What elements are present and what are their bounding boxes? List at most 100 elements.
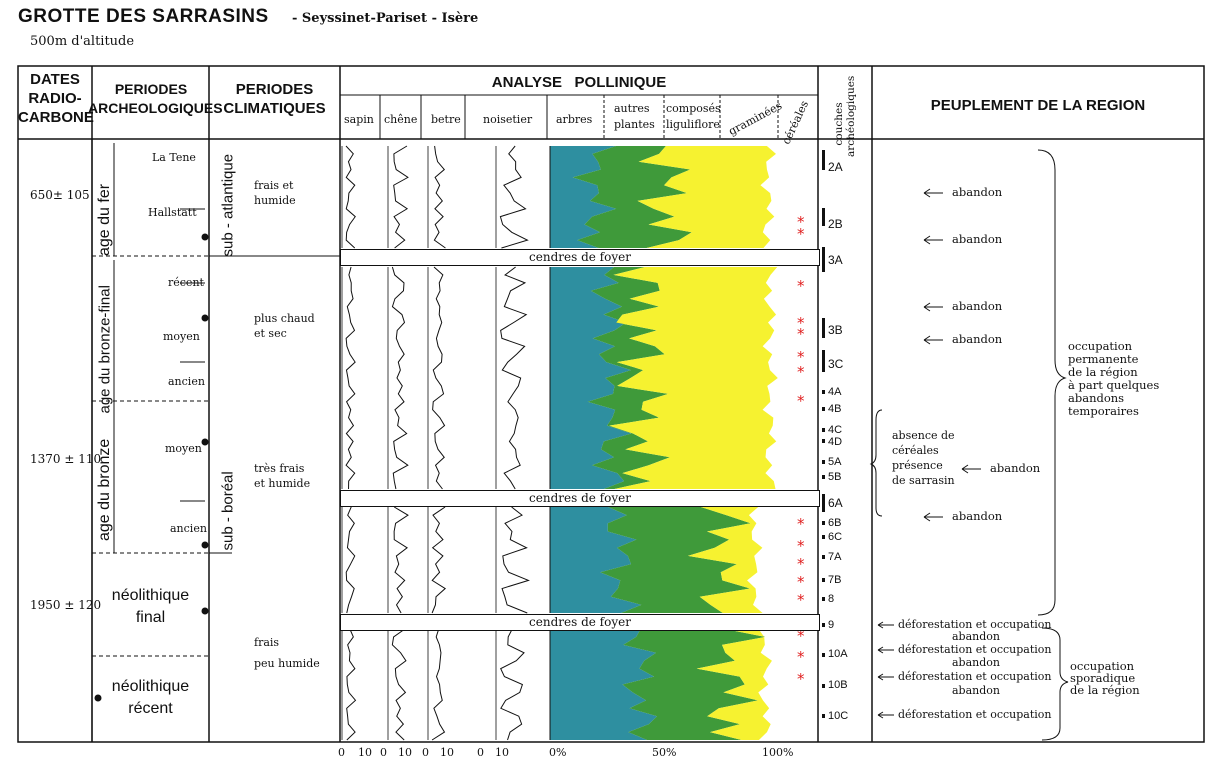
layer-bar bbox=[822, 350, 825, 372]
layer-5B: 5B bbox=[828, 471, 842, 483]
layer-6C: 6C bbox=[828, 531, 843, 543]
abandon-2: abandon bbox=[952, 232, 1003, 246]
tick-0-betre: 0 bbox=[422, 746, 429, 759]
pollen-curves bbox=[341, 145, 530, 741]
arrow-head bbox=[877, 673, 884, 681]
layer-bar bbox=[822, 318, 825, 338]
composes-area bbox=[609, 267, 778, 489]
defor-4: déforestation et occupation bbox=[898, 708, 1052, 721]
pollen-area-chart bbox=[549, 146, 778, 740]
cereal-marker: * bbox=[797, 314, 805, 332]
tick-0pct: 0% bbox=[549, 746, 567, 759]
clim-sub-atlantique: sub - atlantique bbox=[219, 153, 237, 257]
abandon-9: abandon bbox=[952, 684, 1000, 697]
layer-dot bbox=[822, 521, 825, 525]
cereal-marker: * bbox=[797, 213, 805, 231]
diagram-title: GROTTE DES SARRASINS bbox=[18, 6, 269, 27]
layer-dot bbox=[822, 597, 825, 601]
species-curve bbox=[500, 628, 525, 741]
species-curve bbox=[346, 628, 357, 741]
defor-2: déforestation et occupation bbox=[898, 643, 1052, 656]
cereal-marker: * bbox=[797, 555, 805, 573]
layer-bar bbox=[822, 208, 825, 226]
brace-sporadic bbox=[1041, 627, 1069, 741]
arrow-head bbox=[877, 646, 884, 654]
layer-4B: 4B bbox=[828, 403, 842, 415]
label-hallstatt: Hallstatt bbox=[148, 206, 197, 219]
species-curve bbox=[393, 506, 409, 614]
layer-bar bbox=[822, 247, 825, 272]
defor-3: déforestation et occupation bbox=[898, 670, 1052, 683]
cereal-marker: * bbox=[797, 348, 805, 366]
tick-0-sapin: 0 bbox=[338, 746, 345, 759]
layer-dot bbox=[822, 684, 825, 688]
brace-permanent bbox=[1037, 149, 1067, 616]
layer-dot bbox=[822, 653, 825, 657]
header-peuplement: PEUPLEMENT DE LA REGION bbox=[930, 97, 1146, 114]
cereal-marker: * bbox=[797, 648, 805, 666]
layer-7A: 7A bbox=[828, 551, 842, 563]
composes-area bbox=[696, 629, 772, 740]
band-cendres-3: cendres de foyer bbox=[340, 614, 820, 631]
species-curve bbox=[499, 145, 529, 249]
col-betre: betre bbox=[431, 113, 461, 126]
layer-5A: 5A bbox=[828, 456, 842, 468]
tick-50pct: 50% bbox=[652, 746, 677, 759]
outer-frame bbox=[17, 65, 1205, 743]
cereal-marker: * bbox=[797, 363, 805, 381]
layer-dot bbox=[822, 428, 825, 432]
species-curve bbox=[501, 506, 530, 614]
diagram-subtitle: - Seyssinet-Pariset - Isère bbox=[292, 11, 479, 26]
label-recent: récent bbox=[168, 276, 204, 289]
species-curve bbox=[433, 145, 446, 249]
layer-10A: 10A bbox=[828, 648, 848, 660]
cereal-marker: * bbox=[797, 627, 805, 645]
species-curve bbox=[432, 266, 446, 490]
layer-dot bbox=[822, 623, 825, 627]
tick-100pct: 100% bbox=[762, 746, 794, 759]
cereal-marker: * bbox=[797, 277, 805, 295]
band-cendres-2: cendres de foyer bbox=[340, 490, 820, 507]
cereal-marker: * bbox=[797, 537, 805, 555]
date-650: 650± 105 bbox=[30, 188, 90, 202]
autres-plantes-area bbox=[622, 629, 766, 740]
arbres-area bbox=[550, 629, 658, 740]
arrow-head bbox=[877, 711, 884, 719]
brace-absence bbox=[869, 409, 883, 517]
species-curve bbox=[500, 266, 528, 490]
arbres-area bbox=[550, 507, 642, 613]
label-moyen: moyen bbox=[163, 330, 200, 343]
autres-plantes-area bbox=[572, 146, 692, 248]
label-la-tene: La Tene bbox=[152, 151, 196, 164]
species-curve bbox=[391, 628, 407, 741]
layer-3A: 3A bbox=[828, 253, 843, 267]
period-age-du-fer: age du fer bbox=[96, 183, 113, 256]
altitude-label: 500m d'altitude bbox=[30, 34, 135, 49]
arrow-head bbox=[877, 621, 884, 629]
abandon-3: abandon bbox=[952, 299, 1003, 313]
arbres-area bbox=[550, 146, 617, 248]
layer-dot bbox=[822, 535, 825, 539]
defor-1: déforestation et occupation bbox=[898, 618, 1052, 631]
layer-dot bbox=[822, 555, 825, 559]
species-curve bbox=[431, 628, 446, 741]
species-curve bbox=[431, 506, 447, 614]
layer-dot bbox=[822, 439, 825, 443]
layer-dot bbox=[822, 714, 825, 718]
species-curve bbox=[345, 266, 356, 490]
species-curve bbox=[345, 145, 356, 249]
cereal-marker: * bbox=[797, 225, 805, 243]
abandon-7: abandon bbox=[952, 630, 1000, 643]
header-analyse: ANALYSE POLLINIQUE bbox=[491, 74, 667, 91]
cereal-markers: **************** bbox=[797, 213, 805, 688]
layer-2B: 2B bbox=[828, 217, 843, 231]
species-curve bbox=[345, 506, 356, 614]
arrow-head bbox=[923, 302, 931, 312]
